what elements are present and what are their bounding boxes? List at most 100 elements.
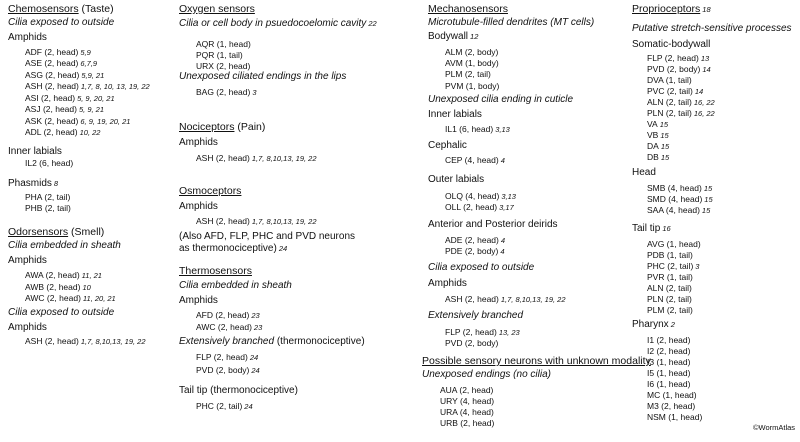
subsection-caption-text: Cilia embedded in sheath bbox=[179, 280, 292, 291]
neuron-entry: I6 (1, head) bbox=[647, 380, 690, 389]
group-label: Tail tip (thermonociceptive) bbox=[179, 386, 298, 396]
neuron-entry: PVD (2, body)14 bbox=[647, 65, 711, 74]
neuron-entry: AWA (2, head)11, 21 bbox=[25, 271, 102, 280]
group-label: Amphids bbox=[179, 202, 218, 212]
neuron-entry-text: AUA (2, head) bbox=[440, 385, 494, 395]
reference-numbers: 5, 9, 21 bbox=[78, 105, 105, 114]
neuron-entry-text: AFD (2, head) bbox=[196, 310, 250, 320]
neuron-entry-text: URX (2, head) bbox=[196, 61, 251, 71]
group-label-text: Anterior and Posterior deirids bbox=[428, 219, 558, 230]
reference-numbers: 5,9, 21 bbox=[81, 71, 105, 80]
neuron-entry-text: CEP (4, head) bbox=[445, 155, 499, 165]
neuron-entry-text: VB bbox=[647, 130, 659, 140]
section-heading-text: Chemosensors bbox=[8, 3, 79, 15]
reference-numbers: 15 bbox=[703, 184, 713, 193]
neuron-entry-text: AVM (1, body) bbox=[445, 58, 499, 68]
neuron-entry: URB (2, head) bbox=[440, 419, 494, 428]
group-label-text: (Also AFD, FLP, PHC and PVD neurons bbox=[179, 231, 356, 242]
neuron-entry: IL1 (6, head)3,13 bbox=[445, 125, 510, 134]
heading-qualifier: (thermonociceptive) bbox=[274, 336, 365, 347]
neuron-entry-text: AWA (2, head) bbox=[25, 270, 80, 280]
neuron-entry-text: ASH (2, head) bbox=[196, 153, 250, 163]
neuron-entry-text: SAA (4, head) bbox=[647, 205, 700, 215]
subsection-caption-text: Unexposed endings (no cilia) bbox=[422, 369, 551, 380]
section-heading-text: Mechanosensors bbox=[428, 3, 508, 15]
reference-numbers: 15 bbox=[660, 131, 669, 140]
neuron-entry-text: ASH (2, head) bbox=[25, 81, 79, 91]
neuron-entry-text: PHB (2, tail) bbox=[25, 203, 71, 213]
reference-numbers: 6,7,9 bbox=[80, 59, 98, 68]
subsection-caption: Cilia exposed to outside bbox=[428, 263, 534, 273]
group-label-text: as thermonociceptive) bbox=[179, 243, 277, 254]
neuron-entry: ADE (2, head)4 bbox=[445, 236, 505, 245]
neuron-entry-text: URY (4, head) bbox=[440, 396, 495, 406]
section-heading-text: Proprioceptors bbox=[632, 3, 701, 15]
neuron-entry: PQR (1, tail) bbox=[196, 51, 243, 60]
neuron-entry: PLM (2, tail) bbox=[445, 70, 491, 79]
neuron-entry-text: AWC (2, head) bbox=[25, 293, 81, 303]
group-label: Amphids bbox=[8, 323, 47, 333]
reference-numbers: 1,7, 8,10,13, 19, 22 bbox=[251, 154, 317, 163]
section-heading: Oxygen sensors bbox=[179, 4, 255, 15]
heading-qualifier: (Smell) bbox=[68, 226, 105, 238]
group-label: Inner labials bbox=[428, 110, 482, 120]
reference-numbers: 1,7, 8, 10, 13, 19, 22 bbox=[80, 82, 150, 91]
reference-numbers: 16, 22 bbox=[693, 109, 715, 118]
neuron-entry: SAA (4, head)15 bbox=[647, 206, 710, 215]
neuron-entry-text: PLM (2, tail) bbox=[445, 69, 491, 79]
neuron-entry-text: PVD (2, body) bbox=[647, 64, 701, 74]
group-label: Outer labials bbox=[428, 175, 484, 185]
neuron-entry-text: ASG (2, head) bbox=[25, 70, 80, 80]
subsection-caption: Microtubule-filled dendrites (MT cells) bbox=[428, 18, 594, 28]
neuron-entry-text: ADL (2, head) bbox=[25, 127, 78, 137]
group-label-text: Phasmids bbox=[8, 178, 52, 189]
neuron-entry-text: PQR (1, tail) bbox=[196, 50, 243, 60]
reference-numbers: 3,13 bbox=[495, 125, 510, 134]
subsection-caption-text: Cilia or cell body in psuedocoelomic cav… bbox=[179, 18, 367, 29]
neuron-entry-text: ASH (2, head) bbox=[196, 216, 250, 226]
neuron-entry: ASH (2, head)1,7, 8,10,13, 19, 22 bbox=[196, 154, 317, 163]
neuron-entry-text: IL2 (6, head) bbox=[25, 158, 74, 168]
reference-numbers: 11, 21 bbox=[81, 271, 102, 280]
reference-numbers: 6, 9, 19, 20, 21 bbox=[80, 117, 131, 126]
neuron-entry: ALN (2, tail) bbox=[647, 284, 692, 293]
subsection-caption: Unexposed cilia ending in cuticle bbox=[428, 95, 573, 105]
section-heading-text: Oxygen sensors bbox=[179, 3, 255, 15]
reference-numbers: 16, 22 bbox=[693, 98, 715, 107]
neuron-entry: PVD (2, body)24 bbox=[196, 366, 260, 375]
group-label-text: Tail tip bbox=[632, 223, 661, 234]
neuron-entry: ASH (2, head)1,7, 8,10,13, 19, 22 bbox=[196, 217, 317, 226]
subsection-caption: Unexposed ciliated endings in the lips bbox=[179, 72, 346, 82]
neuron-entry: SMB (4, head)15 bbox=[647, 184, 712, 193]
heading-qualifier: (Pain) bbox=[234, 121, 266, 133]
neuron-entry: AWC (2, head)11, 20, 21 bbox=[25, 294, 116, 303]
section-heading: Thermosensors bbox=[179, 266, 252, 277]
neuron-entry: AUA (2, head) bbox=[440, 386, 493, 395]
neuron-entry: I3 (1, head) bbox=[647, 358, 690, 367]
neuron-entry: IL2 (6, head) bbox=[25, 159, 73, 168]
group-label: Anterior and Posterior deirids bbox=[428, 220, 558, 230]
copyright-notice: ©WormAtlas bbox=[753, 424, 795, 432]
neuron-entry: PLM (2, tail) bbox=[647, 306, 693, 315]
neuron-entry: PLN (2, tail)16, 22 bbox=[647, 109, 715, 118]
subsection-caption-text: Cilia exposed to outside bbox=[8, 17, 115, 28]
neuron-entry-text: PDE (2, body) bbox=[445, 246, 499, 256]
neuron-entry: PHA (2, tail) bbox=[25, 193, 70, 202]
subsection-caption-text: Extensively branched bbox=[179, 336, 275, 347]
neuron-entry-text: ADE (2, head) bbox=[445, 235, 499, 245]
reference-numbers: 8 bbox=[53, 179, 59, 188]
reference-numbers: 24 bbox=[278, 244, 288, 253]
group-label-text: Tail tip bbox=[179, 385, 208, 396]
subsection-caption: Cilia exposed to outside bbox=[8, 18, 114, 28]
neuron-entry: ALM (2, body) bbox=[445, 48, 498, 57]
group-label-text: Cephalic bbox=[428, 140, 467, 151]
neuron-entry: FLP (2, head)13, 23 bbox=[445, 328, 520, 337]
group-label: Amphids bbox=[428, 279, 467, 289]
reference-numbers: 4 bbox=[500, 156, 505, 165]
neuron-entry: OLL (2, head)3,17 bbox=[445, 203, 514, 212]
group-label-text: Inner labials bbox=[8, 146, 62, 157]
